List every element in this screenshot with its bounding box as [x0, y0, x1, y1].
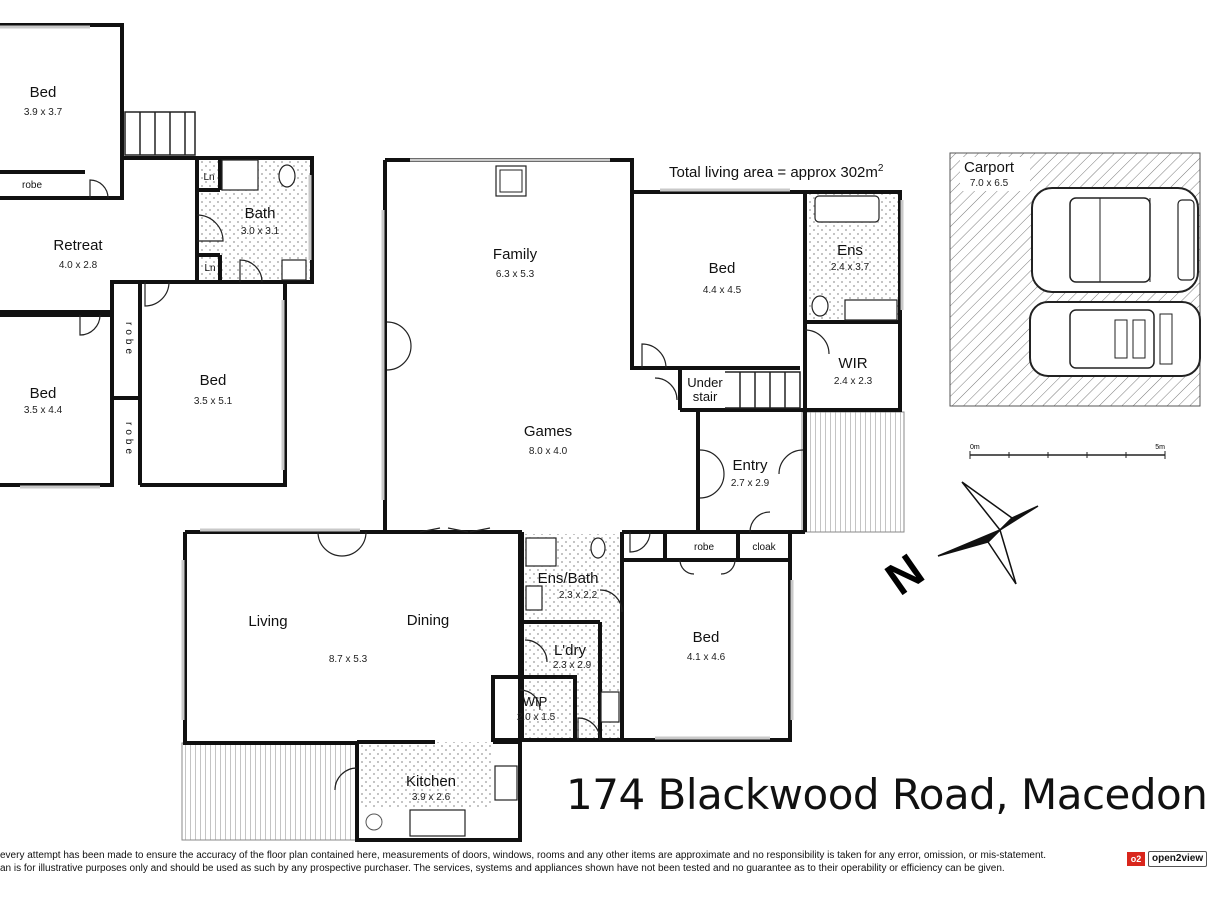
stairs: [124, 111, 801, 409]
room-ens-bath-name: Ens/Bath: [538, 570, 599, 587]
room-kitchen-dims: 3.9 x 2.6: [412, 792, 451, 803]
deck-living: [181, 742, 358, 841]
room-wip-name: WIP: [523, 694, 548, 709]
carport-area: [949, 152, 1201, 407]
brand-logo: o2 open2view: [1127, 851, 1207, 867]
room-carport-dims: 7.0 x 6.5: [970, 178, 1009, 189]
room-living-dining-dims: 8.7 x 5.3: [329, 654, 368, 665]
deck-entry: [801, 411, 905, 533]
scale-start: 0m: [970, 444, 980, 451]
room-games-name: Games: [524, 423, 572, 440]
room-family-name: Family: [493, 246, 538, 263]
room-bed-w-dims: 3.5 x 4.4: [24, 405, 63, 416]
disclaimer-line-2: an is for illustrative purposes only and…: [0, 863, 1005, 874]
room-robe-entry: robe: [694, 542, 714, 553]
room-carport-name: Carport: [964, 159, 1015, 176]
fixtures: [221, 159, 898, 837]
room-wip-dims: 2.0 x 1.5: [517, 712, 556, 723]
room-bed-se-dims: 4.1 x 4.6: [687, 652, 726, 663]
car-icon: [1031, 187, 1199, 293]
room-games-dims: 8.0 x 4.0: [529, 446, 568, 457]
walls: [0, 23, 902, 842]
room-wir-name: WIR: [838, 355, 867, 372]
room-ln-top: Ln: [203, 172, 214, 183]
room-entry-dims: 2.7 x 2.9: [731, 478, 770, 489]
room-bed-master-dims: 4.4 x 4.5: [703, 285, 742, 296]
room-bed-nw-dims: 3.9 x 3.7: [24, 107, 63, 118]
room-bed-mid-name: Bed: [200, 372, 227, 389]
disclaimer-line-1: every attempt has been made to ensure th…: [0, 850, 1047, 861]
room-bed-nw-name: Bed: [30, 84, 57, 101]
house-icon: o2: [1127, 852, 1145, 866]
room-laundry-dims: 2.3 x 2.9: [553, 660, 592, 671]
room-bed-w-name: Bed: [30, 385, 57, 402]
room-ens-bath-dims: 2.3 x 2.2: [559, 590, 598, 601]
total-area-unit: 2: [877, 163, 884, 174]
total-living-area: Total living area = approx 302m2: [669, 163, 883, 181]
room-kitchen-name: Kitchen: [406, 773, 456, 790]
windows: [0, 25, 904, 740]
room-bath-name: Bath: [245, 205, 276, 222]
room-laundry-name: L'dry: [554, 642, 587, 659]
room-bed-mid-dims: 3.5 x 5.1: [194, 396, 233, 407]
scale-end: 5m: [1155, 444, 1165, 451]
room-bed-master-name: Bed: [709, 260, 736, 277]
room-labels: Bed 3.9 x 3.7 robe Retreat 4.0 x 2.8 Ln …: [22, 84, 1015, 803]
scale-bar: 0m 5m: [969, 444, 1166, 459]
compass-north-letter: N: [876, 543, 933, 605]
room-retreat-dims: 4.0 x 2.8: [59, 260, 98, 271]
room-dining-name: Dining: [407, 612, 450, 629]
room-robe-w2: robe: [123, 422, 134, 458]
disclaimer: every attempt has been made to ensure th…: [0, 849, 1115, 875]
property-address: 174 Blackwood Road, Macedon: [566, 770, 1207, 819]
room-robe-nw: robe: [22, 180, 42, 191]
room-family-dims: 6.3 x 5.3: [496, 269, 535, 280]
room-ln-bottom: Ln: [204, 263, 215, 274]
room-bed-se-name: Bed: [693, 629, 720, 646]
room-ens-dims: 2.4 x 3.7: [831, 262, 870, 273]
tiled-floors: [197, 158, 900, 808]
room-living-name: Living: [248, 613, 287, 630]
room-cloak: cloak: [752, 542, 776, 553]
room-entry-name: Entry: [732, 457, 768, 474]
room-bath-dims: 3.0 x 3.1: [241, 226, 280, 237]
room-retreat-name: Retreat: [53, 237, 103, 254]
doors: [79, 179, 830, 791]
room-wir-dims: 2.4 x 2.3: [834, 376, 873, 387]
total-area-label: Total living area = approx 302m: [669, 164, 878, 181]
room-ens-name: Ens: [837, 242, 863, 259]
brand-name: open2view: [1148, 851, 1207, 867]
car-icon: [1029, 301, 1201, 377]
room-robe-w1: robe: [123, 322, 134, 358]
